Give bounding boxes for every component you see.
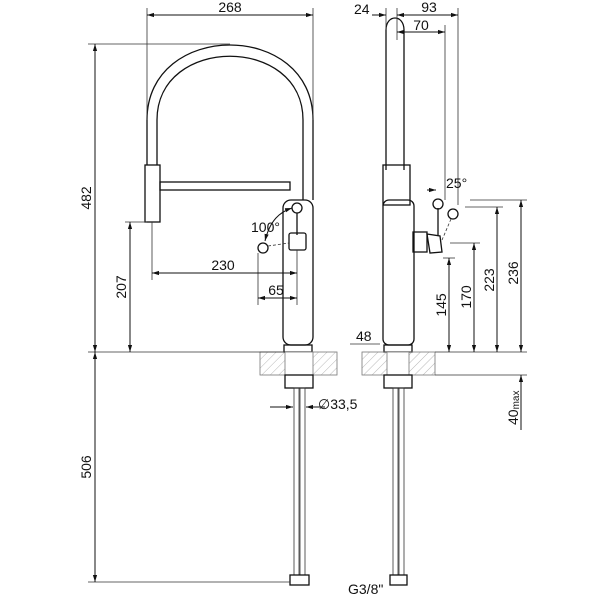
side-hose-nut xyxy=(389,574,408,586)
dim-70: 70 xyxy=(413,17,429,33)
dim-207: 207 xyxy=(113,275,129,299)
dim-482: 482 xyxy=(78,186,94,210)
dim-170: 170 xyxy=(458,285,474,309)
side-cartridge xyxy=(412,231,428,253)
dim-24: 24 xyxy=(354,1,370,17)
dim-40-max: 40max xyxy=(505,391,522,425)
dim-236: 236 xyxy=(505,261,521,285)
holder-bar xyxy=(159,181,291,191)
hose-nut xyxy=(289,574,310,586)
side-base-ring xyxy=(383,344,413,353)
dim-223: 223 xyxy=(481,268,497,292)
dim-angle-100: 100° xyxy=(251,219,280,235)
dim-506: 506 xyxy=(78,455,94,479)
spray-head xyxy=(144,164,161,223)
dim-230: 230 xyxy=(211,257,235,273)
side-collar xyxy=(382,164,411,206)
counter-hole xyxy=(284,351,314,376)
side-view xyxy=(361,17,459,586)
dim-65: 65 xyxy=(268,282,284,298)
side-mount-nut xyxy=(383,374,413,389)
dim-angle-25: 25° xyxy=(446,175,467,191)
mount-nut xyxy=(284,374,314,389)
dim-93: 93 xyxy=(421,0,437,15)
dim-145: 145 xyxy=(433,293,449,317)
side-body xyxy=(382,199,415,346)
side-pipe xyxy=(385,17,405,170)
angle-arc-100 xyxy=(264,207,293,242)
arch-pipe-outer xyxy=(146,44,314,200)
side-hose-1 xyxy=(392,387,399,576)
dim-hole-diameter: ∅33,5 xyxy=(318,396,358,412)
lever-block xyxy=(288,232,307,251)
connection-thread-label: G3/8" xyxy=(348,581,383,597)
front-dimensions: 268 482 207 230 65 100° ∅33,5 506 xyxy=(78,0,358,583)
supply-hose-2 xyxy=(299,387,306,576)
side-lever-path xyxy=(441,218,452,241)
lever-path xyxy=(267,242,290,247)
side-lever-base xyxy=(426,233,443,254)
lever-pivot xyxy=(291,202,303,214)
side-hose-2 xyxy=(398,387,405,576)
side-dimensions: 24 93 70 25° 48 145 170 223 236 40max G3… xyxy=(348,0,527,597)
dim-268: 268 xyxy=(218,0,242,15)
lever-open-position xyxy=(257,242,269,254)
base-ring xyxy=(283,344,313,353)
front-view xyxy=(144,44,338,586)
arch-pipe-inner xyxy=(156,55,304,200)
supply-hose-1 xyxy=(293,387,300,576)
side-lever-knob xyxy=(432,198,444,210)
side-lever-tilted-knob xyxy=(447,208,459,220)
dim-48: 48 xyxy=(356,328,372,344)
